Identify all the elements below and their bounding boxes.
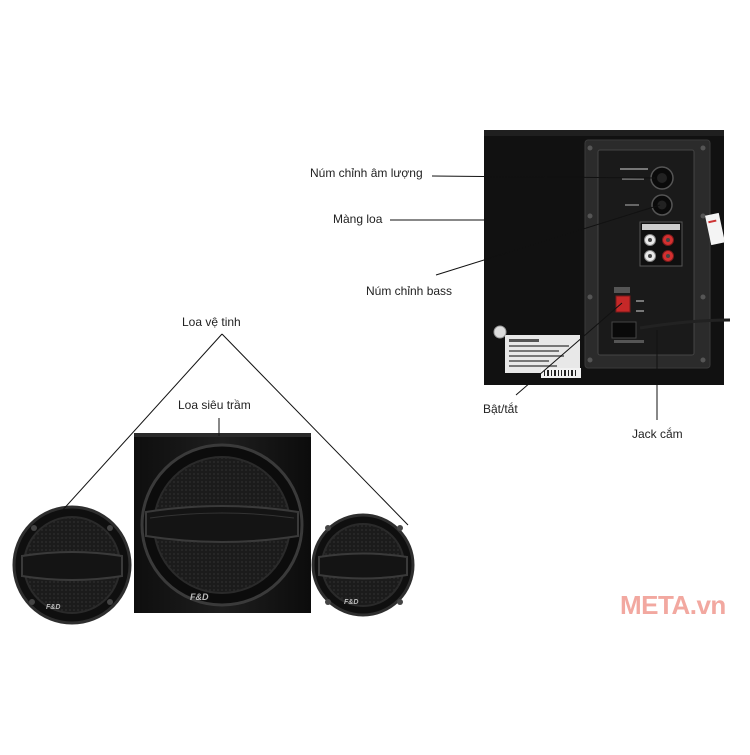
subwoofer-back-view	[484, 130, 731, 385]
label-bass-knob: Núm chỉnh bass	[366, 284, 453, 298]
satellite-right-logo: F&D	[344, 599, 358, 606]
callout-volume	[431, 175, 656, 179]
watermark-logo: META.vn	[620, 590, 726, 620]
satellite-speaker-left: F&D	[12, 505, 132, 625]
subwoofer-logo: F&D	[190, 592, 209, 602]
label-speaker-grille: Màng loa	[333, 212, 383, 226]
callout-satellite-left	[59, 333, 223, 514]
subwoofer-front: F&D	[134, 433, 311, 613]
callout-satellite-right	[221, 333, 409, 526]
label-subwoofer: Loa siêu trầm	[178, 398, 251, 412]
callout-power	[515, 302, 623, 396]
label-power-switch: Bật/tắt	[483, 402, 518, 416]
label-volume-knob: Núm chỉnh âm lượng	[310, 166, 423, 180]
satellite-speaker-right: F&D	[311, 513, 415, 617]
callout-lines	[59, 175, 661, 526]
label-satellite-speaker: Loa vệ tinh	[182, 315, 241, 329]
label-input-jack: Jack cắm	[632, 427, 683, 441]
satellite-left-logo: F&D	[46, 604, 60, 611]
callout-bass	[435, 204, 661, 276]
power-switch	[615, 295, 631, 313]
